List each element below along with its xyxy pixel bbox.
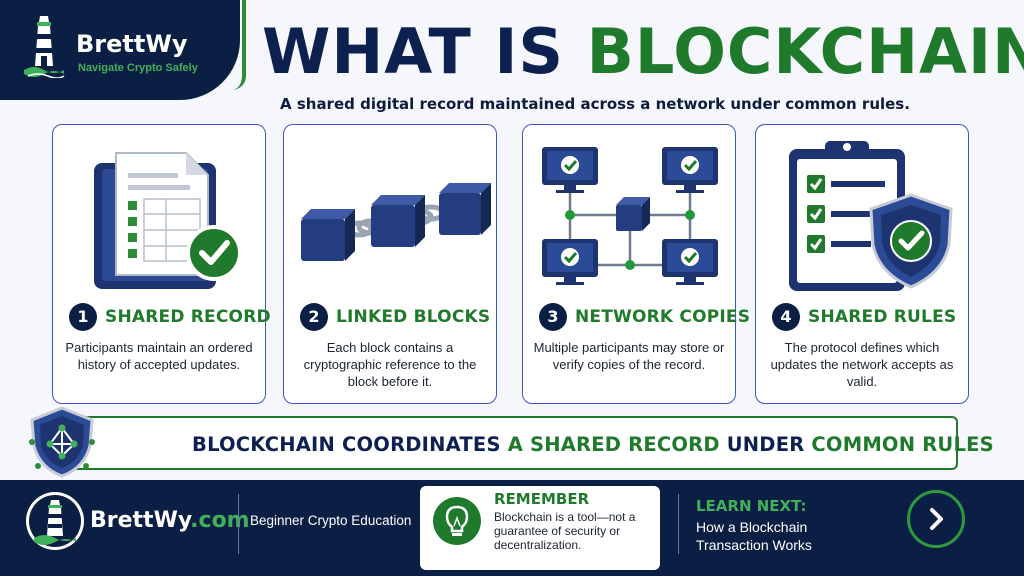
card-title: NETWORK COPIES [575,307,751,327]
chained-blocks-icon [301,183,491,261]
brand-tagline: Navigate Crypto Safely [78,62,198,74]
footer-divider [238,494,239,554]
learn-next-title: LEARN NEXT: [696,497,807,515]
card-description: The protocol defines which updates the n… [770,340,954,389]
card-title: SHARED RULES [808,307,957,327]
page-title: WHAT IS BLOCKCHAIN? [262,12,1024,92]
card-shared-rules: 4 SHARED RULES The protocol defines whic… [755,124,969,404]
page-subtitle: A shared digital record maintained acros… [280,95,910,113]
step-number: 3 [539,303,567,331]
title-part-1: WHAT IS [262,15,587,88]
card-network-copies: 3 NETWORK COPIES Multiple participants m… [522,124,750,404]
footer-divider [678,494,679,554]
footer-education-label: Beginner Crypto Education [250,513,412,528]
banner-part-2: A SHARED RECORD [507,433,727,456]
title-part-2: BLOCKCHAIN? [586,15,1024,88]
monitor [542,147,598,193]
network-computers-icon [542,147,718,285]
banner-part-1: BLOCKCHAIN COORDINATES [192,433,508,456]
lighthouse-icon [24,16,65,78]
banner-part-4: COMMON RULES [811,433,994,456]
lightbulb-icon [433,497,481,545]
step-number: 1 [69,303,97,331]
step-number: 4 [772,303,800,331]
learn-next-link[interactable]: How a Blockchain Transaction Works [696,519,812,553]
network-shield-icon [29,406,95,478]
card-description: Participants maintain an ordered history… [65,340,253,372]
card-shared-record: 1 SHARED RECORD Participants maintain an… [52,124,271,404]
document-check-icon [94,152,242,289]
site-name: BrettWy [90,508,191,533]
banner-text: BLOCKCHAIN COORDINATES A SHARED RECORD U… [192,430,994,460]
card-title: SHARED RECORD [105,307,271,327]
footer-site-name[interactable]: BrettWy.com [90,508,250,533]
remember-text: Blockchain is a tool—not a guarantee of … [494,510,636,552]
brand-name: BrettWy [76,30,188,58]
clipboard-shield-icon [789,141,953,291]
chevron-right-icon [930,508,943,530]
lighthouse-logo-icon [26,492,84,550]
site-tld: .com [190,508,250,533]
card-linked-blocks: 2 LINKED BLOCKS Each block contains a cr… [283,124,497,404]
summary-banner [66,416,958,470]
card-description: Multiple participants may store or verif… [533,340,725,372]
step-number: 2 [300,303,328,331]
remember-title: REMEMBER [494,490,590,508]
card-description: Each block contains a cryptographic refe… [303,340,477,389]
next-button[interactable] [907,490,965,548]
card-title: LINKED BLOCKS [336,307,491,327]
banner-part-3: UNDER [726,433,812,456]
